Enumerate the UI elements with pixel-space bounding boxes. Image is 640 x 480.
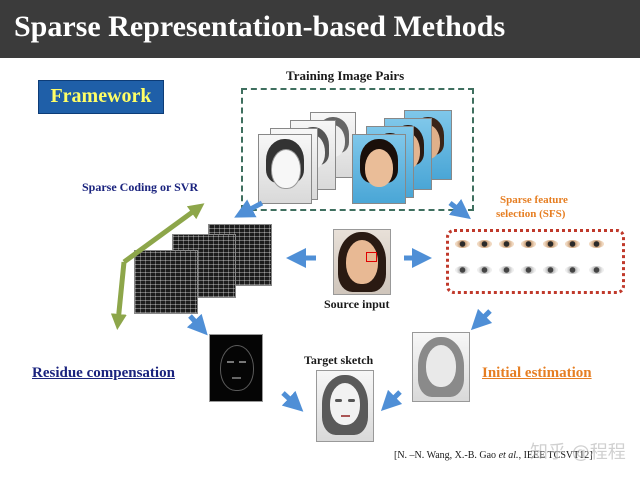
arrow-residue-to-target	[281, 390, 304, 412]
arrow-sfs-to-initial	[470, 308, 493, 331]
sfs-feature-frame	[446, 229, 625, 294]
target-sketch-label: Target sketch	[304, 353, 374, 367]
arrow-to-sfs	[448, 198, 471, 220]
eye-patch-color	[565, 240, 580, 248]
target-sketch-image	[316, 370, 374, 442]
arrow-green-up	[122, 203, 205, 265]
arrow-initial-to-target	[380, 389, 403, 412]
eye-patch-gray	[589, 266, 604, 274]
eye-patch-color	[589, 240, 604, 248]
eye-patch-gray	[521, 266, 536, 274]
eye-patch-color	[543, 240, 558, 248]
residue-compensation-label: Residue compensation	[32, 365, 175, 381]
eye-patch-color	[499, 240, 514, 248]
source-input-label: Source input	[324, 297, 390, 311]
sfs-label-line2: selection (SFS)	[496, 208, 566, 220]
eye-patch-gray	[543, 266, 558, 274]
eye-patch-gray	[477, 266, 492, 274]
eye-patch-gray	[455, 266, 470, 274]
eye-patch-color	[477, 240, 492, 248]
residue-image	[209, 334, 263, 402]
training-photo-1	[352, 134, 406, 204]
initial-estimation-sketch	[412, 332, 470, 402]
eye-patch-gray	[499, 266, 514, 274]
arrow-codes-to-residue	[186, 313, 208, 336]
training-pairs-label: Training Image Pairs	[286, 68, 405, 83]
title-bar: Sparse Representation-based Methods	[0, 0, 640, 58]
eye-patch-color	[455, 240, 470, 248]
citation-authors: [N. –N. Wang, X.-B. Gao	[394, 450, 499, 461]
sfs-label-line1: Sparse feature	[500, 194, 568, 206]
training-sketch-1	[258, 134, 312, 204]
sparse-coding-label: Sparse Coding or SVR	[82, 180, 199, 194]
training-pairs-frame	[241, 88, 474, 211]
eye-patch-color	[521, 240, 536, 248]
citation-et-al: et al.	[498, 450, 519, 461]
watermark: 知乎 @程程	[530, 442, 626, 463]
sparse-code-map-1	[134, 250, 198, 314]
initial-estimation-label: Initial estimation	[482, 365, 592, 381]
citation: [N. –N. Wang, X.-B. Gao et al., IEEE TCS…	[394, 450, 593, 461]
slide-title: Sparse Representation-based Methods	[14, 10, 506, 43]
arrow-to-sparse-coding	[234, 199, 264, 218]
citation-venue: , IEEE TCSVT12]	[518, 450, 593, 461]
eye-patch-gray	[565, 266, 580, 274]
source-input-photo	[333, 229, 391, 295]
arrow-green-down	[110, 261, 127, 330]
framework-label: Framework	[38, 80, 164, 114]
